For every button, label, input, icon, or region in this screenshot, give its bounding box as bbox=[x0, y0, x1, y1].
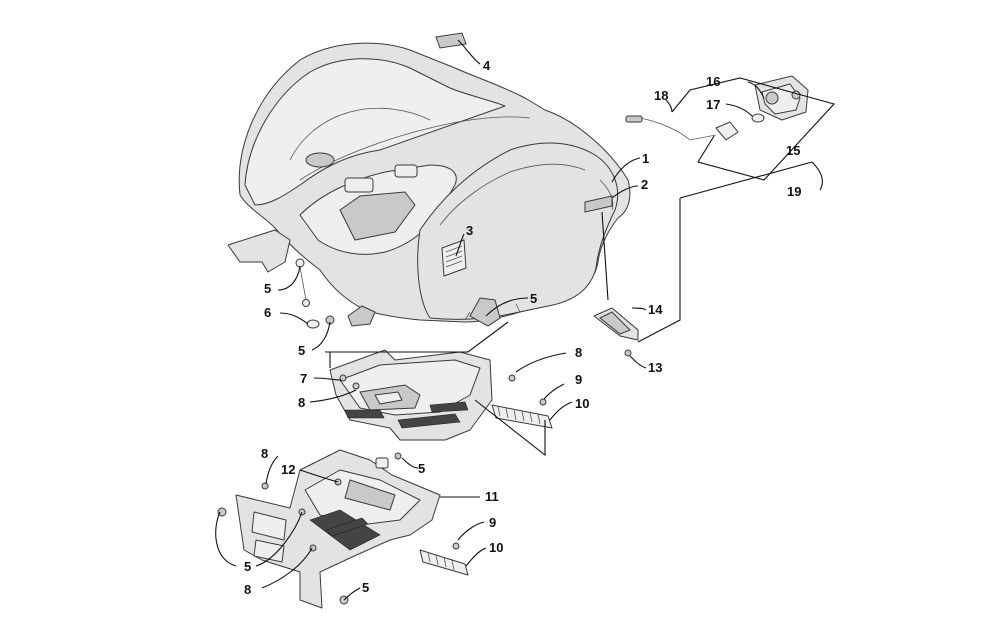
callout-9-lower: 9 bbox=[489, 515, 496, 530]
callout-8-footwell-right: 8 bbox=[575, 345, 582, 360]
step-guard-upper bbox=[491, 398, 553, 429]
callout-10-upper: 10 bbox=[575, 396, 589, 411]
callout-8-footwell-left: 8 bbox=[298, 395, 305, 410]
reference-lines bbox=[325, 77, 836, 457]
callout-13: 13 bbox=[648, 360, 662, 375]
light-housing-part bbox=[593, 307, 639, 357]
callout-8-lower-bottom: 8 bbox=[244, 582, 251, 597]
callout-19: 19 bbox=[787, 184, 801, 199]
callout-1: 1 bbox=[642, 151, 649, 166]
callout-7: 7 bbox=[300, 371, 307, 386]
callout-5-rear-top: 5 bbox=[264, 281, 271, 296]
rear-fender-part bbox=[227, 42, 631, 327]
taillight-assembly bbox=[625, 75, 809, 141]
callout-4: 4 bbox=[483, 58, 491, 73]
step-guard-lower bbox=[419, 542, 469, 576]
callout-16: 16 bbox=[706, 74, 720, 89]
callout-labels: 1 2 3 4 5 5 5 5 5 5 6 7 8 8 8 8 9 9 10 1… bbox=[244, 58, 801, 597]
callout-8-lower-top: 8 bbox=[261, 446, 268, 461]
callout-12: 12 bbox=[281, 462, 295, 477]
callout-15: 15 bbox=[786, 143, 800, 158]
decal-part bbox=[441, 239, 467, 277]
callout-6: 6 bbox=[264, 305, 271, 320]
leader-lines bbox=[215, 39, 823, 601]
callout-5-fender: 5 bbox=[530, 291, 537, 306]
callout-14: 14 bbox=[648, 302, 663, 317]
reflector-part bbox=[435, 32, 467, 49]
callout-17: 17 bbox=[706, 97, 720, 112]
callout-5-rear-bottom: 5 bbox=[298, 343, 305, 358]
callout-10-lower: 10 bbox=[489, 540, 503, 555]
callout-5-lower-bottom: 5 bbox=[362, 580, 369, 595]
callout-9-upper: 9 bbox=[575, 372, 582, 387]
callout-18: 18 bbox=[654, 88, 668, 103]
callout-5-footwell: 5 bbox=[418, 461, 425, 476]
callout-3: 3 bbox=[466, 223, 473, 238]
callout-11: 11 bbox=[485, 489, 499, 504]
footwell-part bbox=[329, 349, 516, 441]
callout-2: 2 bbox=[641, 177, 648, 192]
footwell-lower-part bbox=[217, 449, 441, 609]
fastener-group bbox=[295, 258, 335, 329]
callout-5-lower-left: 5 bbox=[244, 559, 251, 574]
